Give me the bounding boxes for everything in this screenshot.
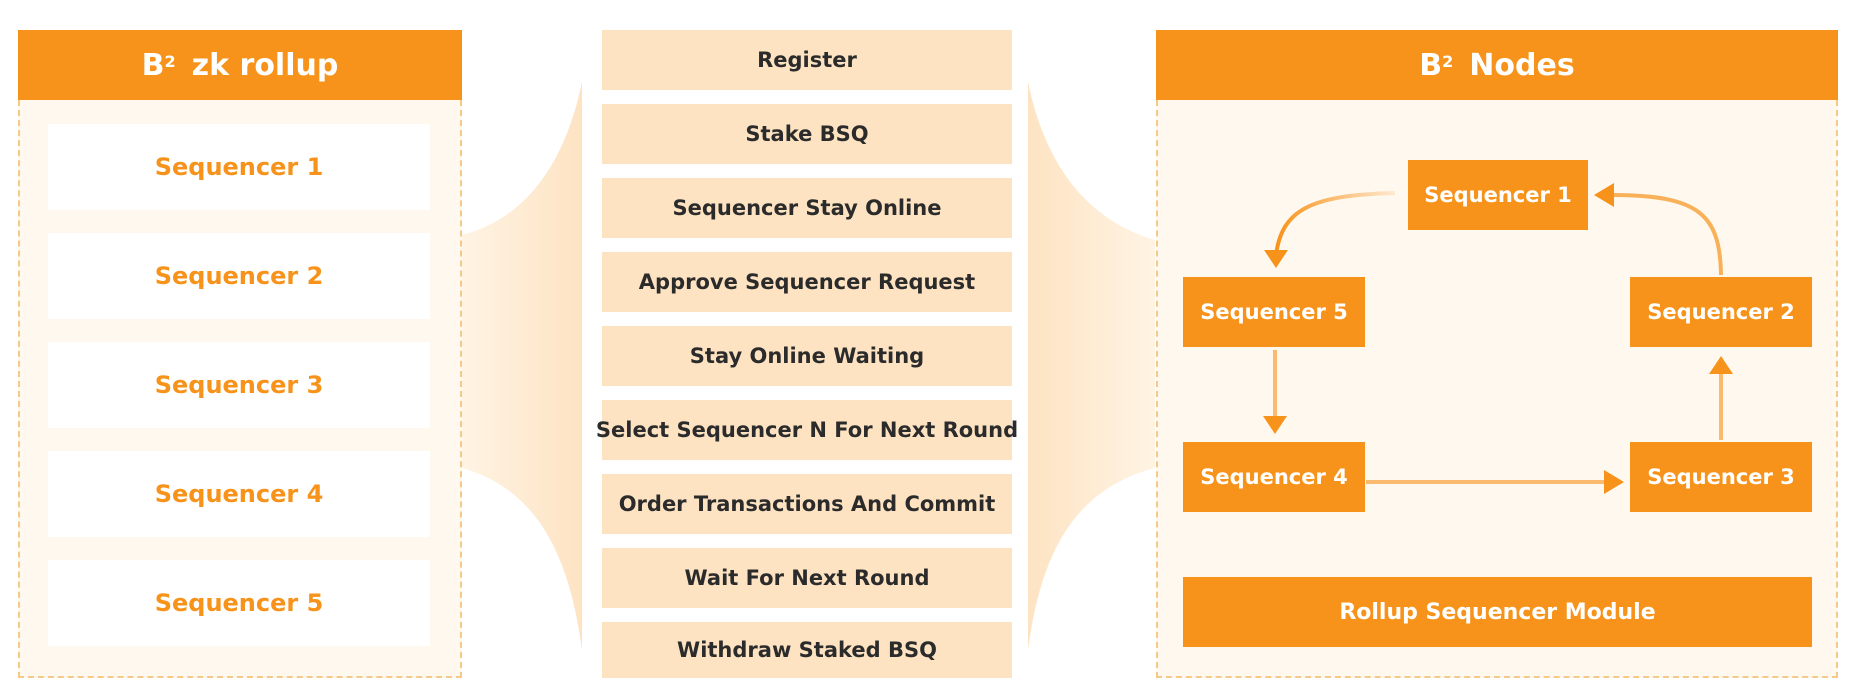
step-withdraw-staked-bsq: Withdraw Staked BSQ (602, 622, 1012, 678)
arrow-s2-to-s1 (1611, 193, 1723, 276)
left-sequencer-4: Sequencer 4 (48, 451, 430, 537)
step-stay-online-waiting: Stay Online Waiting (602, 326, 1012, 386)
step-stake-bsq: Stake BSQ (602, 104, 1012, 164)
left-panel-title-rest: zk rollup (191, 47, 339, 83)
left-sequencer-5: Sequencer 5 (48, 560, 430, 646)
right-panel-title-main: B (1419, 47, 1443, 83)
left-panel-title-main: B (141, 47, 165, 83)
right-connector (1028, 82, 1155, 650)
node-sequencer-4: Sequencer 4 (1183, 442, 1365, 512)
right-panel-title-sup: 2 (1442, 51, 1454, 71)
step-wait-for-next-round: Wait For Next Round (602, 548, 1012, 608)
left-connector (462, 82, 582, 650)
left-panel-title-sup: 2 (164, 51, 176, 71)
arrow-s1-to-s5 (1274, 191, 1396, 256)
arrowhead-s5 (1264, 250, 1288, 268)
step-register: Register (602, 30, 1012, 90)
arrowhead-s3 (1604, 470, 1624, 494)
arrowhead-s2 (1709, 356, 1733, 374)
left-sequencer-3: Sequencer 3 (48, 342, 430, 428)
arrowhead-s1 (1594, 183, 1614, 207)
node-sequencer-1: Sequencer 1 (1408, 160, 1588, 230)
step-select-sequencer-n: Select Sequencer N For Next Round (596, 400, 1018, 460)
step-sequencer-stay-online: Sequencer Stay Online (602, 178, 1012, 238)
arrowhead-s4 (1263, 416, 1287, 434)
node-sequencer-5: Sequencer 5 (1183, 277, 1365, 347)
left-sequencer-1: Sequencer 1 (48, 124, 430, 210)
node-sequencer-3: Sequencer 3 (1630, 442, 1812, 512)
rollup-sequencer-module: Rollup Sequencer Module (1183, 577, 1812, 647)
left-sequencer-2: Sequencer 2 (48, 233, 430, 319)
node-sequencer-2: Sequencer 2 (1630, 277, 1812, 347)
step-order-transactions: Order Transactions And Commit (602, 474, 1012, 534)
right-panel-title-rest: Nodes (1469, 47, 1575, 83)
step-approve-sequencer-request: Approve Sequencer Request (602, 252, 1012, 312)
